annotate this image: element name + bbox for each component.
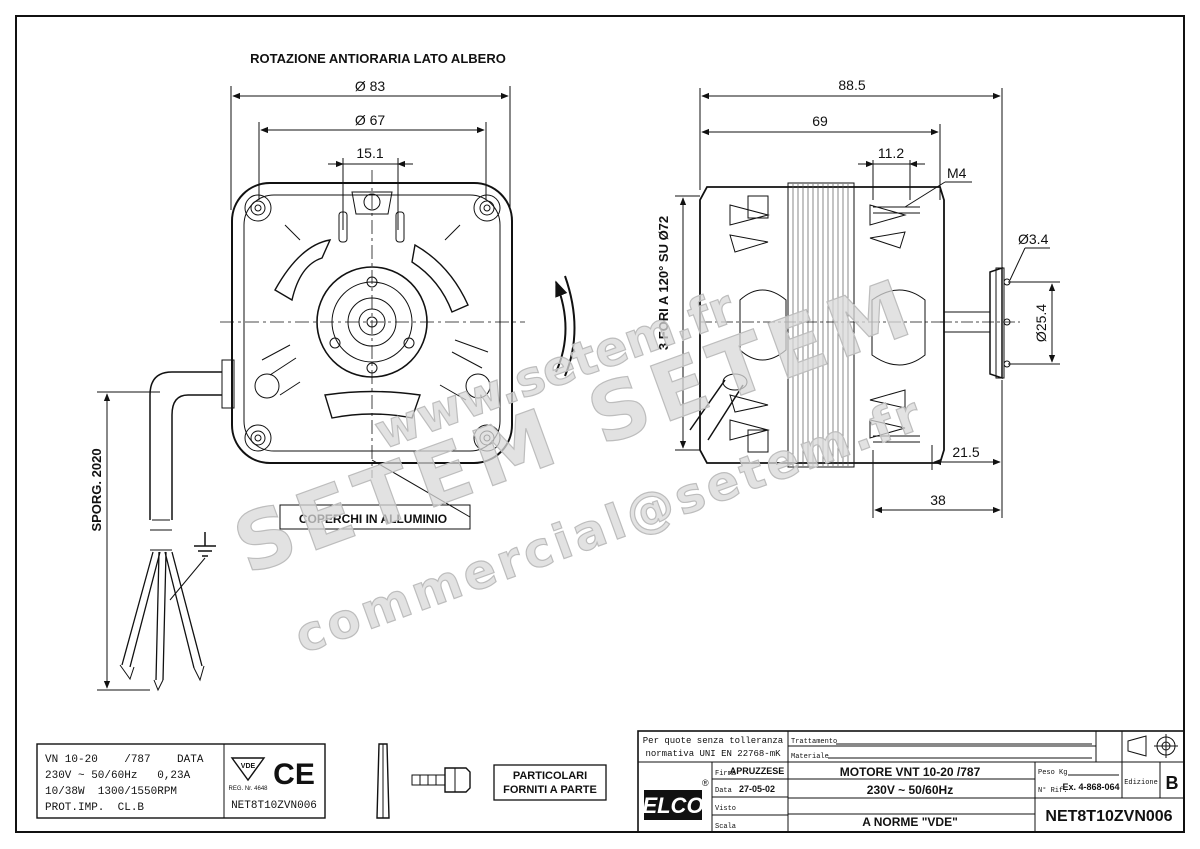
firma-label: Firma <box>715 770 736 778</box>
dim-diameter-67: Ø 67 <box>355 112 386 128</box>
projection-symbol-icon <box>1127 734 1178 758</box>
holes-note: 3 FORI A 120° SU Ø72 <box>656 216 671 350</box>
ce-logo-icon: CE <box>273 758 315 791</box>
dim-21-5: 21.5 <box>952 444 979 460</box>
svg-text:ELCO: ELCO <box>642 793 703 818</box>
front-view: ROTAZIONE ANTIORARIA LATO ALBERO Ø 83 Ø … <box>89 51 576 692</box>
title-line-1: MOTORE VNT 10-20 /787 <box>840 765 981 779</box>
dim-38: 38 <box>930 492 946 508</box>
tolerance-note-2: normativa UNI EN 22768-mK <box>645 749 781 759</box>
trattamento-label: Trattamento <box>791 738 837 746</box>
vde-reg-number: REG. Nr. 4648 <box>228 786 268 792</box>
rif-value: Ex. 4-868-064 <box>1062 782 1119 792</box>
materiale-label: Materiale <box>791 753 829 761</box>
dim-88-5: 88.5 <box>838 77 865 93</box>
edizione-label: Edizione <box>1124 779 1158 787</box>
title-line-2: 230V ~ 50/60Hz <box>867 783 953 797</box>
spec-line-1: VN 10-20 /787 DATA <box>45 754 204 766</box>
dim-11-2: 11.2 <box>878 145 904 161</box>
parts-label-line-2: FORNITI A PARTE <box>503 784 597 796</box>
spec-line-4: PROT.IMP. CL.B <box>45 802 144 814</box>
rotation-arrow-icon <box>555 280 568 373</box>
rif-label: N° Rif. <box>1038 786 1067 795</box>
peso-label: Peso Kg <box>1038 769 1067 777</box>
elco-logo: ELCO ® <box>642 778 709 820</box>
ground-icon <box>194 532 216 557</box>
title-line-3: A NORME "VDE" <box>862 815 958 829</box>
dim-diameter-25-4: Ø25.4 <box>1033 304 1049 342</box>
vde-logo-icon: VDE <box>230 757 266 782</box>
dim-cable-length: SPORG. 2020 <box>89 448 104 531</box>
tolerance-note-1: Per quote senza tolleranza <box>643 736 784 746</box>
spec-box: VN 10-20 /787 DATA 230V ~ 50/60Hz 0,23A … <box>36 743 326 819</box>
spec-code: NET8T10ZVN006 <box>231 800 317 812</box>
covers-note: COPERCHI IN ALLUMINIO <box>299 512 447 526</box>
dim-15-1: 15.1 <box>356 145 383 161</box>
parts-label-line-1: PARTICOLARI <box>513 770 587 782</box>
dim-diameter-83: Ø 83 <box>355 78 386 94</box>
dim-diameter-3-4: Ø3.4 <box>1018 231 1049 247</box>
firma-value: APRUZZESE <box>730 766 785 776</box>
dim-69: 69 <box>812 113 828 129</box>
edizione-value: B <box>1166 773 1179 793</box>
data-label: Data <box>715 787 732 795</box>
rotation-note: ROTAZIONE ANTIORARIA LATO ALBERO <box>250 51 506 66</box>
scala-label: Scala <box>715 823 736 831</box>
loose-parts: PARTICOLARI FORNITI A PARTE <box>376 743 607 819</box>
thread-m4: M4 <box>947 165 967 181</box>
data-value: 27-05-02 <box>739 784 775 794</box>
spec-line-3: 10/38W 1300/1550RPM <box>45 786 177 798</box>
svg-text:VDE: VDE <box>241 763 256 770</box>
title-block: Per quote senza tolleranza normativa UNI… <box>637 730 1185 833</box>
svg-text:®: ® <box>702 778 709 788</box>
side-view: 88.5 69 11.2 M4 <box>656 77 1060 518</box>
drawing-code: NET8T10ZVN006 <box>1045 808 1172 825</box>
visto-label: Visto <box>715 805 736 813</box>
sheet-border <box>15 15 1185 833</box>
spec-line-2: 230V ~ 50/60Hz 0,23A <box>45 770 191 782</box>
